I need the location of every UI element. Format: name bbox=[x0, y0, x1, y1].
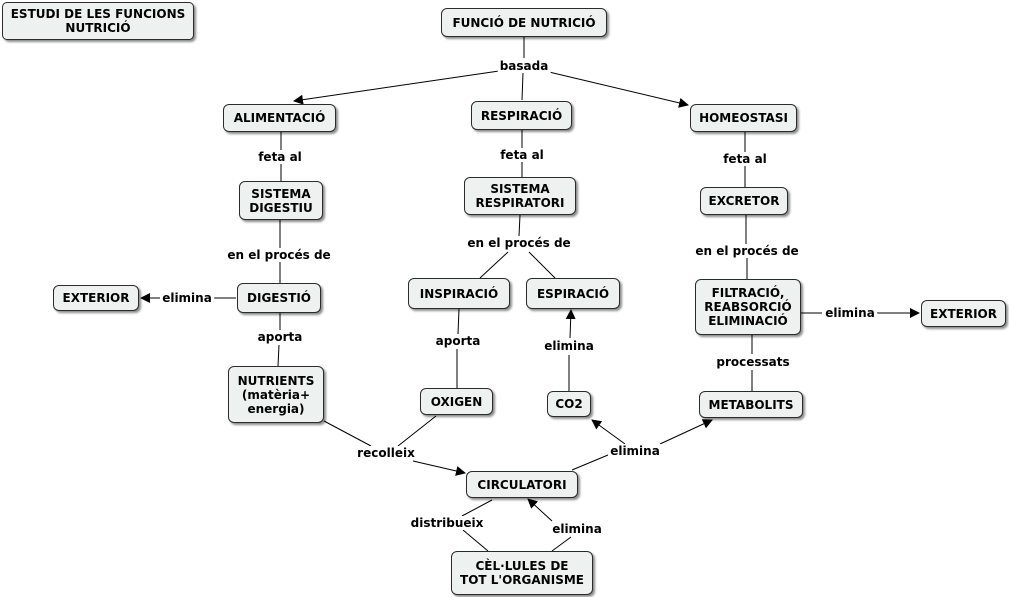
node-excretor: EXCRETOR bbox=[700, 187, 788, 215]
line-basada-alimentacio bbox=[293, 70, 500, 105]
node-sistema-digestiu: SISTEMA DIGESTIU bbox=[239, 181, 323, 220]
node-cellules-de-tot-l-organisme: CÈL·LULES DE TOT L'ORGANISME bbox=[451, 551, 593, 595]
node-oxigen: OXIGEN bbox=[420, 388, 493, 415]
line-basada-respiracio bbox=[521, 72, 524, 101]
node-sistema-respiratori: SISTEMA RESPIRATORI bbox=[464, 177, 576, 215]
node-circulatori: CIRCULATORI bbox=[466, 471, 578, 498]
link-label-feta-al-homeostasi: feta al bbox=[721, 152, 769, 166]
link-label-elimina-filtracio: elimina bbox=[823, 306, 877, 320]
node-funcio-de-nutricio: FUNCIÓ DE NUTRICIÓ bbox=[441, 8, 607, 37]
line-circulatori-distribueix bbox=[461, 499, 493, 517]
link-label-feta-al-alimentacio: feta al bbox=[256, 150, 304, 164]
node-nutrients: NUTRIENTS (matèria+ energia) bbox=[228, 366, 324, 423]
link-label-processats: processats bbox=[714, 355, 792, 369]
node-alimentacio: ALIMENTACIÓ bbox=[223, 104, 336, 132]
node-filtracio-reabsorcio-eliminacio: FILTRACIÓ, REABSORCIÓ ELIMINACIÓ bbox=[695, 279, 801, 335]
map-title: ESTUDI DE LES FUNCIONS NUTRICIÓ bbox=[2, 2, 194, 40]
line-inspiracio-aporta bbox=[457, 308, 460, 335]
line-proces-espiracio bbox=[528, 251, 556, 279]
link-label-elimina-circulatori: elimina bbox=[608, 444, 662, 458]
node-exterior-left: EXTERIOR bbox=[53, 285, 139, 311]
node-exterior-right: EXTERIOR bbox=[921, 300, 1006, 327]
link-label-basada: basada bbox=[497, 59, 551, 73]
line-elimina-metabolits bbox=[659, 419, 713, 445]
line-elimina-co2 bbox=[591, 419, 626, 445]
line-circulatori-elimina bbox=[571, 454, 609, 471]
link-label-elimina-cellules: elimina bbox=[550, 522, 604, 536]
node-metabolits: METABOLITS bbox=[699, 391, 803, 418]
node-respiracio: RESPIRACIÓ bbox=[471, 101, 572, 130]
line-nutrients-recolleix bbox=[323, 420, 372, 447]
node-espiracio: ESPIRACIÓ bbox=[526, 278, 620, 309]
node-co2: CO2 bbox=[547, 391, 591, 417]
line-cellules-elimina bbox=[551, 536, 572, 552]
link-label-elimina-digestio: elimina bbox=[160, 291, 214, 305]
link-label-proces-respiratori: en el procés de bbox=[465, 236, 573, 250]
link-label-aporta-nutrients: aporta bbox=[255, 330, 305, 344]
line-oxigen-recolleix bbox=[397, 415, 437, 447]
link-label-aporta-oxigen: aporta bbox=[433, 334, 483, 348]
line-recolleix-circulatori bbox=[412, 460, 466, 476]
link-label-distribueix: distribueix bbox=[408, 516, 486, 530]
link-label-proces-digestiu: en el procés de bbox=[225, 248, 333, 262]
line-respiratori-proces bbox=[518, 214, 521, 237]
line-elimina-circulatori bbox=[527, 498, 553, 522]
node-digestio: DIGESTIÓ bbox=[237, 283, 321, 313]
line-aporta-nutrients bbox=[277, 344, 280, 367]
node-homeostasi: HOMEOSTASI bbox=[690, 104, 797, 132]
line-elimina-espiracio bbox=[565, 309, 576, 339]
node-inspiracio: INSPIRACIÓ bbox=[408, 278, 510, 309]
link-label-feta-al-respiracio: feta al bbox=[498, 148, 546, 162]
line-proces-inspiracio bbox=[479, 251, 509, 279]
line-basada-homeostasi bbox=[548, 71, 689, 108]
line-distribueix-cellules bbox=[462, 529, 489, 552]
link-label-recolleix: recolleix bbox=[355, 446, 417, 460]
link-label-proces-excretor: en el procés de bbox=[693, 244, 801, 258]
link-label-elimina-co2: elimina bbox=[542, 339, 596, 353]
